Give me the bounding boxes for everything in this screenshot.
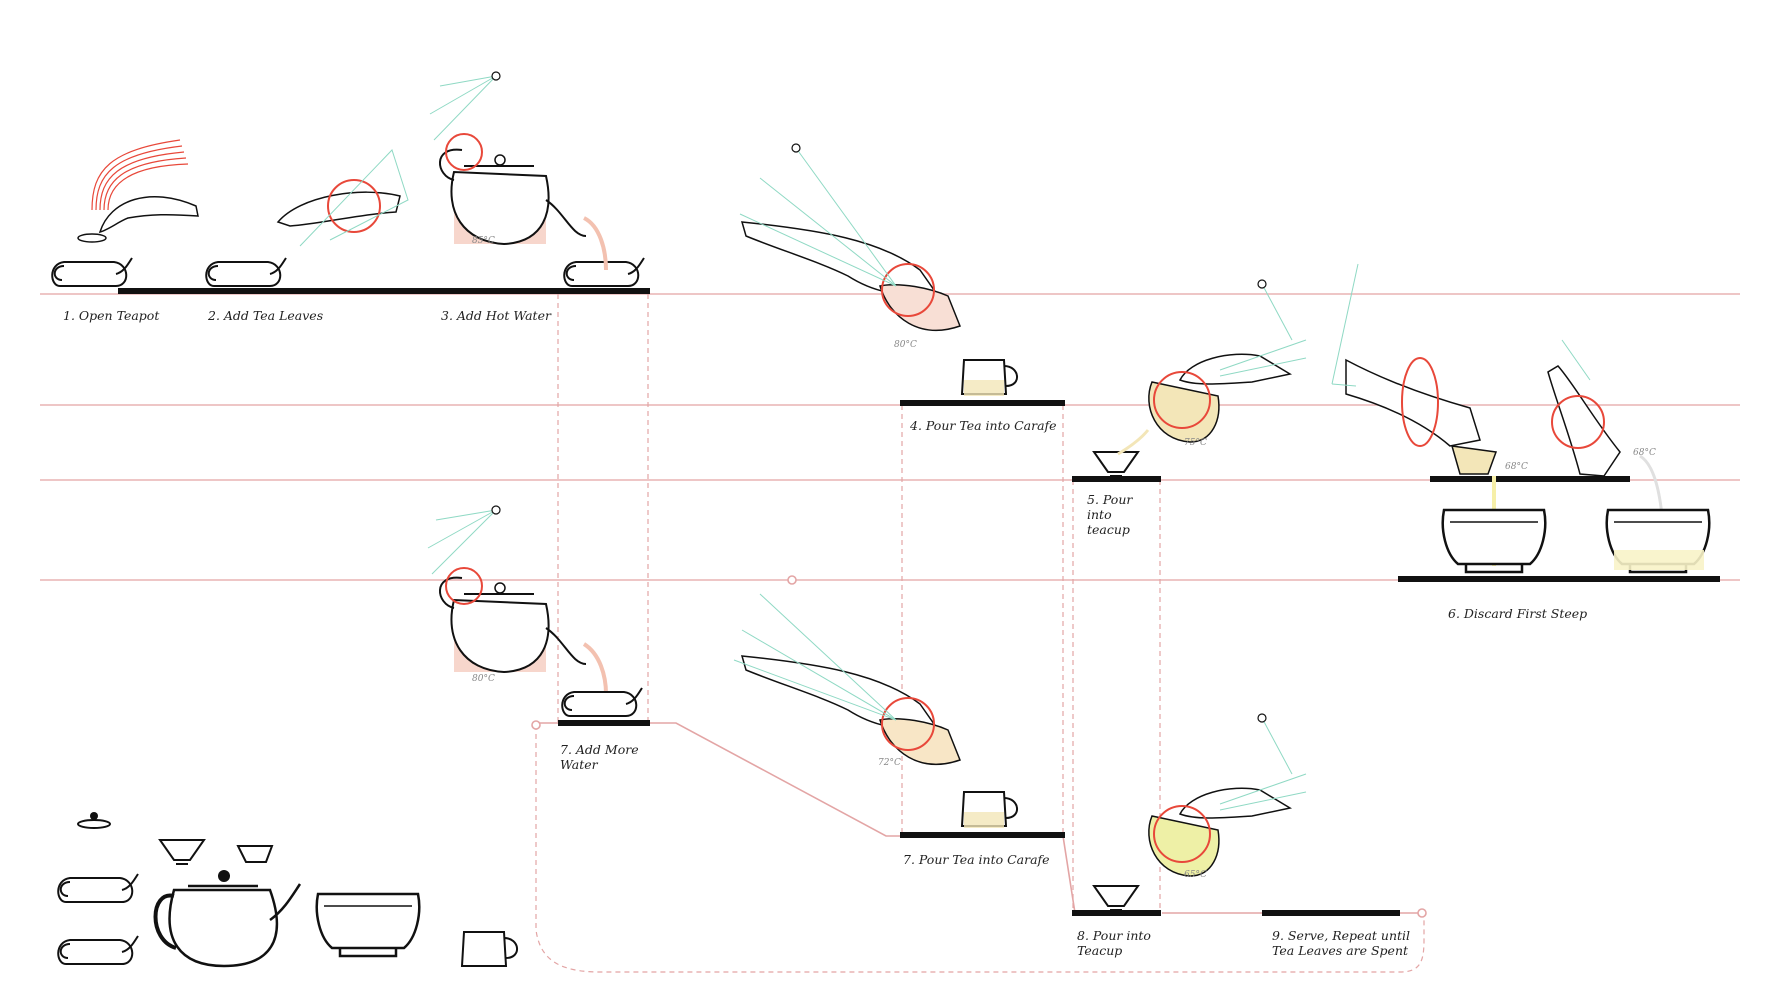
focus-ring-step-2 [327, 179, 381, 233]
step-label-add-more-water: 7. Add More Water [560, 742, 639, 772]
step-label-pour-into-carafe: 4. Pour Tea into Carafe [910, 418, 1057, 433]
teapot-step-7 [561, 687, 643, 717]
platform-step-5 [1072, 476, 1161, 482]
teacup-step-5 [1093, 451, 1139, 477]
teapot-lid-icon [77, 812, 111, 829]
lid-step-1 [77, 233, 107, 243]
step-label-pour-into-carafe-2: 7. Pour Tea into Carafe [903, 852, 1050, 867]
return-loop [535, 725, 1425, 973]
sight-point-icon [491, 71, 501, 81]
large-teapot-icon [153, 870, 302, 968]
temperature-label: 80°C [472, 674, 495, 684]
teacup-icon [236, 845, 274, 863]
step-platforms [118, 288, 1720, 916]
carafe-icon [461, 931, 519, 967]
teacup-step-8 [1093, 885, 1139, 911]
pour-step-7b [733, 593, 1019, 828]
step-label-add-tea-leaves: 2. Add Tea Leaves [208, 308, 324, 323]
pour-step-3 [429, 71, 608, 271]
teacup-icon [159, 839, 205, 865]
sight-point-icon [1257, 713, 1267, 723]
platform-step-9 [1262, 910, 1400, 916]
hand-step-8 [1178, 787, 1293, 819]
small-teapot-icon [57, 935, 139, 965]
pour-step-4 [739, 143, 1019, 396]
step-label-pour-into-teacup: 5. Pour into teacup [1087, 492, 1133, 537]
temperature-label: 80°C [894, 340, 917, 350]
large-bowl-icon [315, 892, 421, 958]
pour-step-8 [1093, 713, 1307, 911]
row-1-vessels [51, 139, 645, 287]
sight-point-icon [791, 143, 801, 153]
temperature-label: 68°C [1505, 462, 1528, 472]
sight-point-icon [1257, 279, 1267, 289]
step-label-add-hot-water: 3. Add Hot Water [441, 308, 551, 323]
platform-step-7-carafe [900, 832, 1065, 838]
platform-discard-cups [1430, 476, 1630, 482]
platform-step-7-water [558, 720, 650, 726]
pour-step-7 [427, 505, 643, 717]
temperature-label: 68°C [1633, 448, 1656, 458]
hand-step-5 [1178, 353, 1293, 385]
sight-point-icon [491, 505, 501, 515]
teapot-step-2 [205, 257, 287, 287]
step-label-pour-into-teacup-2: 8. Pour into Teacup [1077, 928, 1151, 958]
vessel-legend [57, 812, 519, 968]
temperature-label: 75°C [1184, 438, 1207, 448]
platform-step-6 [1398, 576, 1720, 582]
small-teapot-icon [57, 873, 139, 903]
lift-lines [91, 139, 189, 211]
temperature-label: 85°C [472, 236, 495, 246]
hand-step-1 [98, 195, 199, 234]
step-label-discard-first-steep: 6. Discard First Steep [1448, 606, 1588, 621]
teapot-step-1 [51, 257, 133, 287]
hand-step-6a [1345, 358, 1481, 447]
temperature-label: 65°C [1184, 870, 1207, 880]
hand-step-6b [1547, 365, 1621, 477]
temperature-label: 72°C [878, 758, 901, 768]
pour-step-5 [1093, 279, 1307, 477]
hand-step-2 [276, 191, 401, 227]
discard-step-6 [1331, 263, 1711, 574]
platform-step-8 [1072, 910, 1161, 916]
sight-lines-step-2 [299, 149, 409, 247]
platform-step-4 [900, 400, 1065, 406]
bowl-left [1441, 508, 1547, 574]
step-label-open-teapot: 1. Open Teapot [63, 308, 160, 323]
platform-row-1 [118, 288, 650, 294]
step-label-serve-repeat: 9. Serve, Repeat until Tea Leaves are Sp… [1272, 928, 1411, 958]
hand-step-4 [740, 221, 936, 295]
